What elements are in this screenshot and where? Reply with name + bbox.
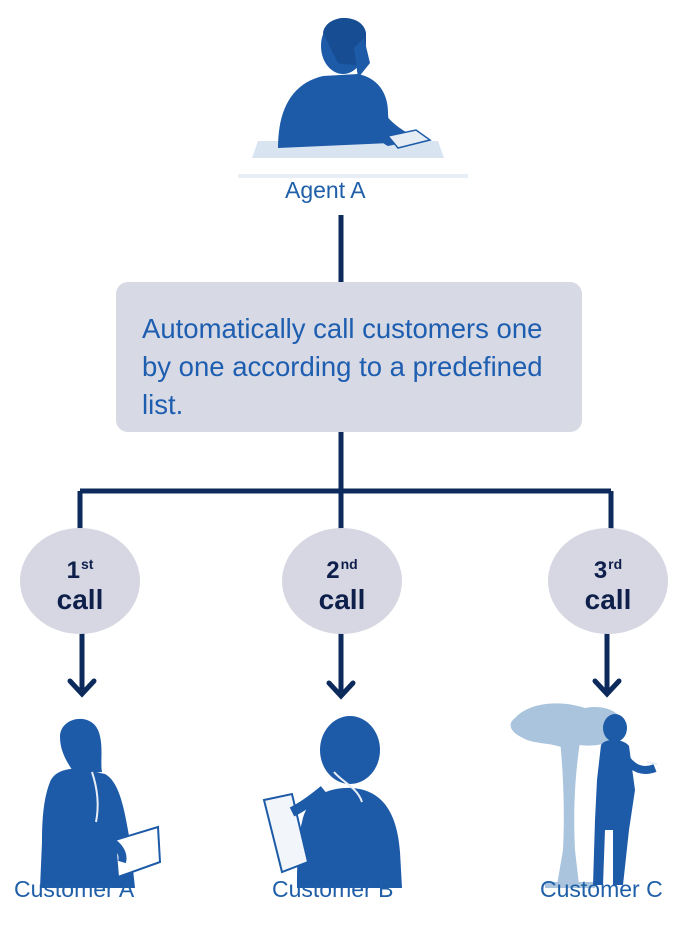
call-word: call: [584, 584, 632, 615]
call-ordinal-suffix: rd: [608, 556, 623, 572]
man-with-tree-on-phone-icon: [510, 703, 658, 888]
call-ordinal-suffix: nd: [340, 556, 358, 572]
agent-on-phone-icon: [238, 18, 468, 178]
woman-on-phone-icon: [40, 718, 162, 888]
agent-label: Agent A: [285, 177, 366, 203]
call-number: 3: [593, 557, 608, 584]
call-number: 1: [66, 557, 80, 584]
second-call-bubble: 2nd call: [282, 528, 402, 634]
man-on-phone-icon: [262, 716, 402, 888]
call-ordinal-suffix: st: [80, 556, 94, 572]
call-word: call: [318, 584, 366, 615]
customer-c-label: Customer C: [540, 876, 663, 902]
call-word: call: [56, 584, 104, 615]
call-number: 2: [326, 557, 340, 584]
process-description-box: Automatically call customers one by one …: [116, 282, 582, 432]
first-call-bubble: 1st call: [20, 528, 140, 634]
customer-a-label: Customer A: [14, 876, 135, 902]
process-description-text: Automatically call customers one by one …: [142, 313, 543, 420]
third-call-bubble: 3rd call: [548, 528, 668, 634]
customer-b-label: Customer B: [272, 876, 394, 902]
